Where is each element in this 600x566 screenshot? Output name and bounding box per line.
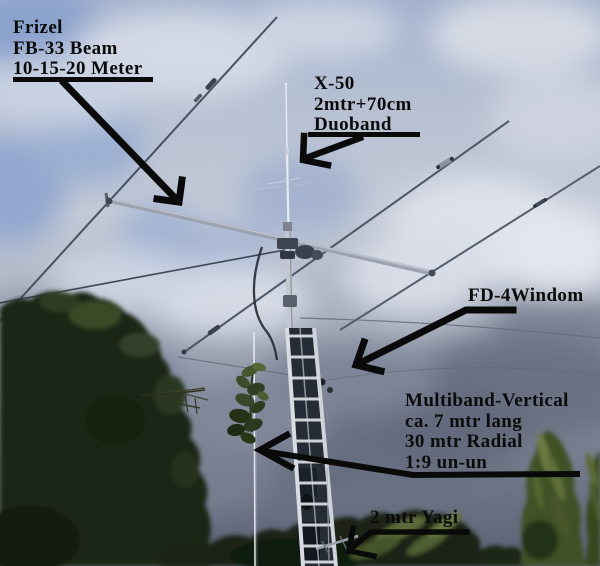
yagi-arrow [345, 524, 470, 560]
windom-arrow [351, 306, 517, 376]
clouds [0, 0, 600, 515]
element-clamp [105, 197, 113, 205]
vertical-label-line3: 30 mtr Radial [405, 431, 523, 452]
element-trap [534, 198, 546, 208]
duoband-label-line3: Duoband [314, 114, 392, 135]
duoband-label: X-50 2mtr+70cm Duoband [314, 73, 412, 136]
lattice-mast [285, 327, 359, 566]
element-trap [437, 157, 453, 169]
beam-label-line2: FB-33 Beam [13, 37, 118, 59]
masthead [251, 177, 333, 393]
windom-wire-lower [321, 367, 600, 382]
tree-right [520, 430, 600, 566]
beam-label-line3: 10-15-20 Meter [13, 58, 143, 79]
element-clamp [428, 269, 436, 277]
beam-label: Frizel FB-33 Beam 10-15-20 Meter [13, 17, 143, 80]
apple-branch [139, 362, 269, 444]
coax-cable-loop [252, 246, 279, 361]
vhf-yagi-element [251, 185, 281, 191]
element-trap [205, 78, 217, 90]
x50-joint [285, 148, 289, 155]
mast-equipment [301, 494, 313, 510]
windom-label-text: FD-4Windom [468, 285, 584, 306]
duoband-arrow [299, 132, 365, 169]
vertical-label-line4: 1:9 un-un [405, 451, 488, 473]
element-trap [193, 93, 203, 103]
beam-underline [13, 77, 153, 82]
annotation-graphics [59, 78, 581, 560]
x50-mount-bracket [283, 222, 292, 231]
vertical-arrow [253, 430, 581, 479]
element-trap [207, 324, 221, 336]
x50-antenna [285, 83, 290, 231]
vhf-yagi-element [267, 177, 301, 185]
duoband-label-line1: X-50 [314, 73, 355, 94]
x50-whip-lower [285, 151, 290, 231]
rotator-housing [283, 295, 297, 307]
duoband-underline [308, 132, 420, 137]
windom-wire-upper [299, 317, 600, 339]
boom-clamp [277, 238, 298, 249]
beam-label-line1: Frizel [13, 17, 63, 38]
boom-mast-clamp2 [311, 250, 323, 260]
yagi-label-text: 2 mtr Yagi [370, 507, 459, 528]
mast-right-rail [312, 327, 338, 566]
beam-element-rear [339, 165, 600, 331]
beam-arrow [59, 78, 186, 206]
beam-element-middle [182, 120, 510, 354]
vertical-label-line2: ca. 7 mtr lang [405, 410, 523, 432]
duoband-label-line2: 2mtr+70cm [314, 93, 412, 115]
vertical-label-line1: Multiband-Vertical [405, 390, 569, 411]
vhf-yagi-element [278, 182, 314, 189]
windom-balun [327, 387, 333, 393]
hf-beam [0, 16, 600, 355]
windom-label: FD-4Windom [468, 285, 584, 307]
two-meter-yagi-element [321, 540, 331, 557]
tree-left [0, 291, 211, 566]
boom-clamp2 [280, 251, 295, 259]
yagi-label: 2 mtr Yagi [370, 507, 459, 529]
x50-whip-upper [285, 84, 288, 153]
vertical-label: Multiband-Vertical ca. 7 mtr lang 30 mtr… [405, 390, 569, 473]
element-tip-mount [181, 349, 187, 355]
beam-boom-highlight [107, 197, 433, 273]
beam-element-front [0, 16, 278, 322]
boom-mast-clamp [295, 245, 315, 259]
beam-boom [107, 197, 433, 276]
